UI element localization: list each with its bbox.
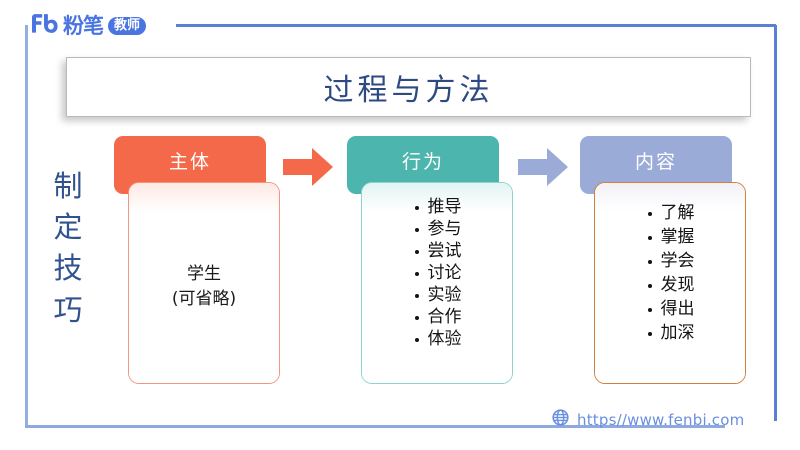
column-content-body: 了解 掌握 学会 发现 得出 加深 xyxy=(594,182,746,384)
list-item: 掌握 xyxy=(646,229,695,246)
vertical-label-char: 巧 xyxy=(53,292,83,327)
title-box: 过程与方法 xyxy=(66,57,751,117)
list-item: 发现 xyxy=(646,277,695,294)
fb-logo-icon xyxy=(30,13,58,40)
vertical-label-char: 制 xyxy=(53,169,83,203)
content-bullet-list: 了解 掌握 学会 发现 得出 加深 xyxy=(595,205,745,349)
list-item: 学会 xyxy=(646,253,695,270)
frame-right-line xyxy=(774,25,777,421)
list-item: 了解 xyxy=(646,205,695,222)
list-item: 合作 xyxy=(413,309,462,326)
list-item: 尝试 xyxy=(413,243,462,260)
arrow-subject-to-action xyxy=(282,146,334,193)
brand-name: 粉笔 xyxy=(63,13,104,38)
vertical-label-char: 技 xyxy=(53,251,83,286)
list-item: 参与 xyxy=(413,221,462,238)
list-item: 实验 xyxy=(413,287,462,304)
column-content: 内容 了解 掌握 学会 发现 得出 加深 xyxy=(580,136,746,384)
globe-icon xyxy=(552,409,569,431)
frame-left-line xyxy=(25,25,28,428)
list-item: 推导 xyxy=(413,199,462,216)
vertical-label-char: 定 xyxy=(53,210,83,245)
list-item: 体验 xyxy=(413,331,462,348)
footer-url[interactable]: https//www.fenbi.com xyxy=(577,411,745,429)
column-subject-body: 学生 (可省略) xyxy=(128,182,280,384)
action-bullet-list: 推导 参与 尝试 讨论 实验 合作 体验 xyxy=(362,199,512,353)
frame-top-line xyxy=(176,24,776,27)
brand-logo: 粉笔 教师 xyxy=(30,13,147,40)
vertical-label: 制 定 技 巧 xyxy=(46,166,90,331)
frame-bottom-line xyxy=(25,425,725,428)
column-action-body: 推导 参与 尝试 讨论 实验 合作 体验 xyxy=(361,182,513,384)
footer: https//www.fenbi.com xyxy=(552,409,744,431)
list-item: 加深 xyxy=(646,325,695,342)
brand-badge: 教师 xyxy=(108,17,147,35)
column-subject: 主体 学生 (可省略) xyxy=(114,136,280,384)
list-item: 得出 xyxy=(646,301,695,318)
arrow-action-to-content xyxy=(517,146,569,193)
page-title: 过程与方法 xyxy=(323,73,494,108)
column-action: 行为 推导 参与 尝试 讨论 实验 合作 体验 xyxy=(347,136,513,384)
subject-line: (可省略) xyxy=(171,289,237,309)
subject-line: 学生 xyxy=(187,264,221,285)
list-item: 讨论 xyxy=(413,265,462,282)
